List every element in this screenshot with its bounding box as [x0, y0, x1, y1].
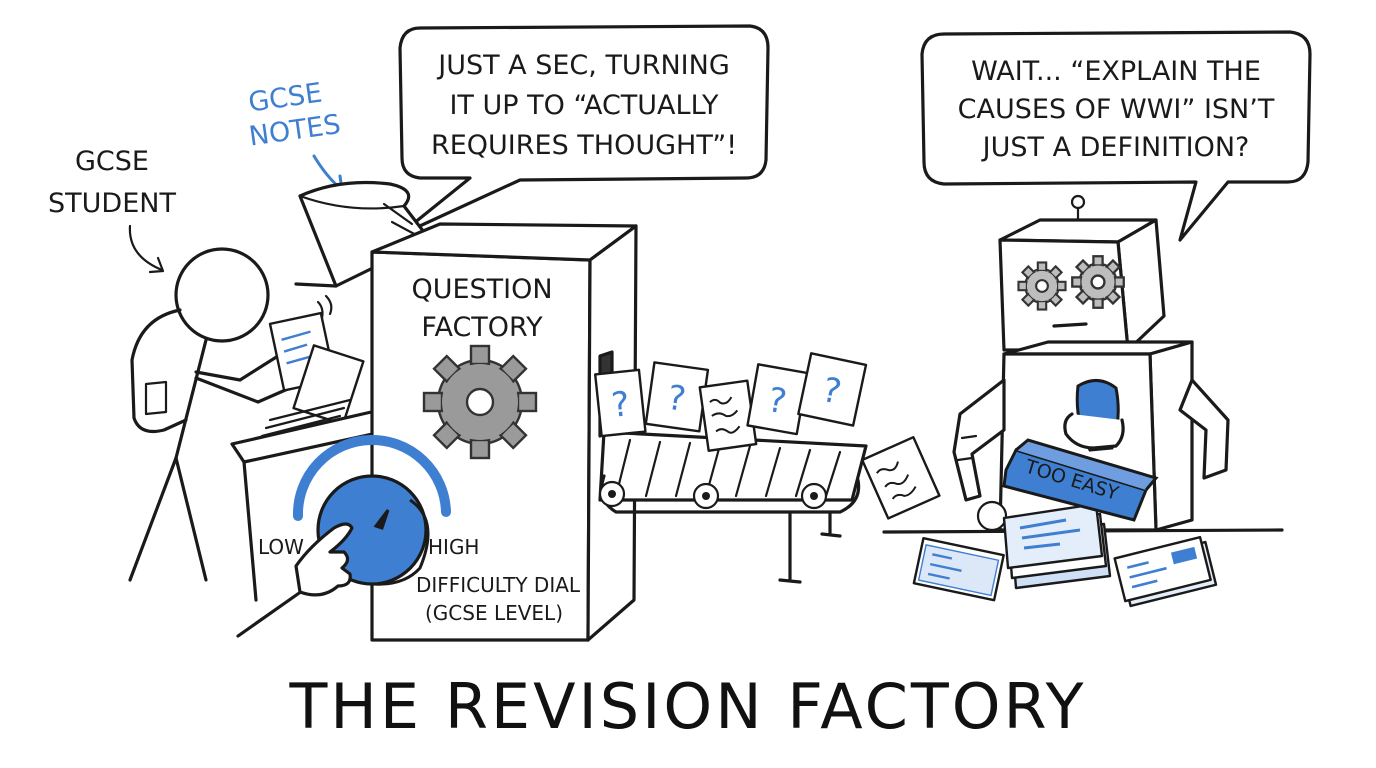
- speech-left-line3: REQUIRES THOUGHT”!: [431, 130, 737, 161]
- question-mark: ?: [609, 384, 631, 426]
- robot-gear-eye-icon: [1017, 261, 1067, 311]
- paper-stack: [912, 536, 1005, 602]
- student-arrow-icon: [128, 224, 165, 274]
- gcse-notes-label: GCSE NOTES: [246, 78, 344, 193]
- student-head: [174, 247, 270, 343]
- speech-left-line2: IT UP TO “ACTUALLY: [449, 90, 719, 121]
- paper-stack: [1002, 502, 1112, 590]
- difficulty-dial[interactable]: LOW HIGH DIFFICULTY DIAL (GCSE LEVEL): [258, 434, 581, 625]
- comic-title: THE REVISION FACTORY: [288, 670, 1086, 743]
- speech-right-line1: WAIT... “EXPLAIN THE: [971, 56, 1261, 87]
- notes-being-fed: [268, 294, 365, 426]
- dial-pointer-icon: [373, 509, 390, 530]
- dial-caption-line1: DIFFICULTY DIAL: [416, 573, 581, 597]
- robot-mouth: [1052, 322, 1088, 328]
- dial-caption-line2: (GCSE LEVEL): [425, 601, 563, 625]
- question-mark: ?: [665, 378, 688, 420]
- speech-bubble-left: JUST A SEC, TURNING IT UP TO “ACTUALLY R…: [396, 24, 770, 238]
- dial-high-label: HIGH: [428, 535, 479, 559]
- answer-card: [698, 379, 758, 452]
- gcse-student-label: GCSE STUDENT: [48, 146, 176, 274]
- question-card: ?: [797, 352, 868, 427]
- dial-scale-arc: [292, 434, 451, 521]
- gear-icon: [422, 344, 538, 460]
- speech-right-line3: JUST A DEFINITION?: [981, 132, 1250, 163]
- speech-left-line1: JUST A SEC, TURNING: [436, 50, 730, 81]
- student-label-line2: STUDENT: [48, 188, 176, 219]
- dial-low-label: LOW: [258, 535, 304, 559]
- machine-label-line1: QUESTION: [411, 274, 552, 305]
- hopper: [294, 180, 432, 288]
- speech-right-line2: CAUSES OF WWI” ISN’T: [958, 94, 1275, 125]
- robot-claw: [976, 500, 1008, 532]
- question-card: ?: [746, 363, 809, 436]
- student-figure: [128, 247, 314, 638]
- paper-stack: [1113, 535, 1218, 608]
- speech-bubble-right: WAIT... “EXPLAIN THE CAUSES OF WWI” ISN’…: [920, 30, 1312, 242]
- conveyor-belt: [598, 430, 868, 584]
- question-cards: ? ? ? ?: [593, 352, 941, 520]
- question-card: ?: [644, 361, 710, 433]
- pointing-hand-icon: [294, 522, 354, 597]
- question-card: ?: [593, 368, 647, 438]
- falling-card: [861, 436, 941, 520]
- robot-gear-eye-icon: [1071, 255, 1125, 309]
- machine-label-line2: FACTORY: [421, 312, 543, 343]
- paper-stacks: [912, 502, 1218, 608]
- backpack-icon: [130, 308, 188, 434]
- student-label-line1: GCSE: [75, 146, 149, 177]
